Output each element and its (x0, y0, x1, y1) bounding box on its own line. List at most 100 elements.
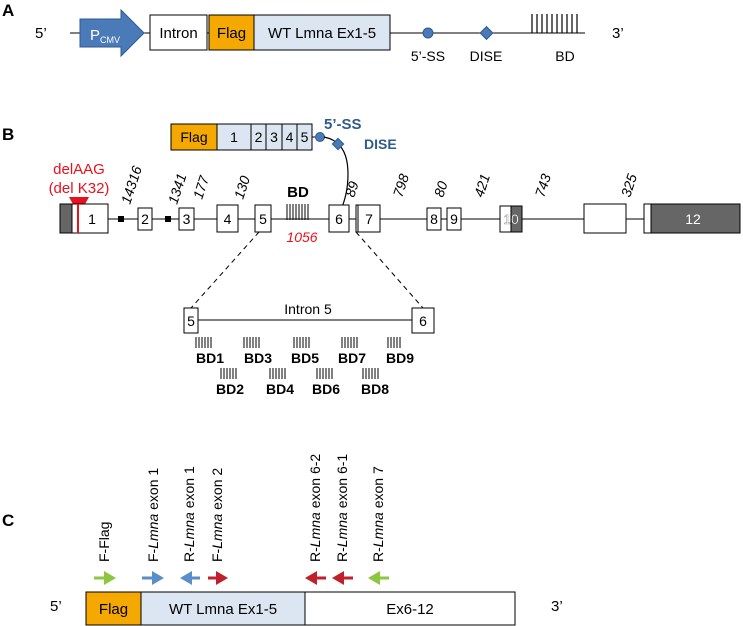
exons-label-c: WT Lmna Ex1-5 (169, 601, 277, 618)
exon-label-3: 3 (183, 211, 191, 227)
zoom-line-right (355, 231, 424, 309)
zoom-line-left (190, 231, 260, 309)
flag-label-c: Flag (99, 601, 128, 618)
exon-4 (216, 204, 239, 233)
dise-label-b: DISE (364, 136, 397, 152)
dise-label-a: DISE (470, 48, 503, 64)
exon-11 (583, 203, 627, 234)
rest-box-c (304, 591, 516, 626)
exon-8 (426, 207, 442, 231)
panel-c: C F-Flag F-Lmna exon 1 R-Lmna exon 1 F-L… (2, 454, 563, 626)
exon-7 (357, 204, 381, 233)
dise-marker-a (479, 25, 494, 41)
five-prime-label-c: 5’ (50, 598, 62, 615)
primer-label-2: F-Lmna exon 1 (145, 468, 161, 562)
three-prime-label-c: 3’ (551, 598, 563, 615)
bd-label-8: BD8 (361, 381, 389, 397)
exon-label-9: 9 (450, 211, 458, 227)
primer-label-5: R-Lmna exon 6-2 (307, 454, 323, 562)
flag-box-b (170, 123, 218, 151)
splice-site-marker-a (422, 27, 434, 39)
exon-2 (137, 207, 153, 231)
flag-box-a (208, 14, 255, 51)
primer-label-6: R-Lmna exon 6-1 (334, 454, 350, 562)
primer-arrow-4 (208, 571, 228, 585)
panel-a: A 5’ PCMV Intron Flag WT Lmna Ex1-5 5’-S… (2, 1, 624, 64)
promoter-label: P (90, 27, 100, 44)
bd-label-a: BD (555, 48, 574, 64)
bd-tick-groups-bottom (220, 368, 379, 379)
mini-exon-5: 5 (301, 129, 309, 145)
zoom-intron-label: Intron 5 (284, 301, 332, 317)
mini-exon-1: 1 (230, 129, 238, 145)
dise-marker-b (331, 137, 345, 151)
svg-text:PCMV: PCMV (90, 27, 120, 45)
mini-exon-box (216, 123, 313, 151)
bd-label-4: BD4 (266, 381, 294, 397)
panel-label-b: B (2, 125, 14, 144)
intron-size-7: 80 (431, 179, 451, 199)
promoter-arrow (79, 8, 145, 58)
bd-label-7: BD7 (338, 350, 366, 366)
bd-label-1: BD1 (196, 350, 224, 366)
intron-size-5: 89 (342, 179, 362, 199)
zoom-exon-6-label: 6 (419, 313, 427, 329)
bd-ticks-b (286, 204, 309, 220)
exon-12-coding (643, 203, 652, 234)
exon-label-4: 4 (224, 211, 232, 227)
intron-size-6: 798 (390, 172, 413, 199)
five-prime-label-a: 5’ (35, 25, 47, 42)
mini-exon-4: 4 (286, 129, 294, 145)
splice-site-label-a: 5’-SS (411, 48, 445, 64)
flag-label-a: Flag (217, 25, 246, 42)
flag-box-c (85, 591, 142, 626)
exons-box-c (140, 591, 306, 626)
bd-ticks-a (531, 14, 578, 33)
primer-label-7: R-Lmna exon 7 (370, 466, 386, 562)
panel-b: B Flag 1 2 3 4 5 5’-SS DISE delAAG (del … (2, 116, 741, 397)
mini-exon-3: 3 (270, 129, 278, 145)
intron-size-10: 325 (618, 172, 641, 199)
exon-10-utr (510, 205, 523, 233)
primer-label-4: F-Lmna exon 2 (209, 468, 225, 562)
flag-label-b: Flag (180, 129, 207, 145)
zoom-exon-5-label: 5 (187, 313, 195, 329)
intron-size-1: 14316 (118, 164, 145, 206)
bd-intron-size: 1056 (286, 229, 317, 245)
intron-size-9: 743 (532, 172, 555, 199)
intron-size-3: 177 (190, 173, 213, 201)
exon-9 (446, 207, 462, 231)
primer-label-1: F-Flag (96, 522, 112, 562)
bd-label-2: BD2 (216, 381, 244, 397)
exon-label-1: 1 (88, 211, 96, 227)
exons-box-a (253, 14, 391, 51)
bd-label-6: BD6 (312, 381, 340, 397)
primer-arrow-5 (305, 571, 326, 585)
deletion-label-1: delAAG (53, 161, 105, 178)
exon-label-10: 10 (503, 211, 519, 227)
exons-label-a: WT Lmna Ex1-5 (268, 25, 376, 42)
zoom-exon-5 (183, 307, 199, 334)
intron-size-4: 130 (231, 174, 254, 201)
primer-arrow-1 (94, 571, 116, 585)
bd-label-b: BD (287, 184, 309, 201)
svg-text:6: 6 (335, 211, 343, 227)
zoom-exon-6 (411, 307, 435, 334)
exon-label-7: 7 (365, 211, 373, 227)
exon-5 (254, 204, 272, 233)
exon-label-5: 5 (259, 211, 267, 227)
bd-label-5: BD5 (291, 350, 319, 366)
intron-box (149, 14, 208, 51)
three-prime-label-a: 3’ (612, 25, 624, 42)
primer-arrow-7 (368, 571, 389, 585)
primer-arrow-6 (332, 571, 353, 585)
exon-label-2: 2 (141, 211, 149, 227)
exon-label-8: 8 (430, 211, 438, 227)
splice-site-marker-b (315, 132, 325, 142)
bd-label-9: BD9 (386, 350, 414, 366)
intron-size-8: 421 (471, 172, 493, 199)
intron-label: Intron (159, 25, 197, 42)
primer-label-3: R-Lmna exon 1 (181, 466, 197, 562)
panel-label-a: A (2, 1, 14, 20)
